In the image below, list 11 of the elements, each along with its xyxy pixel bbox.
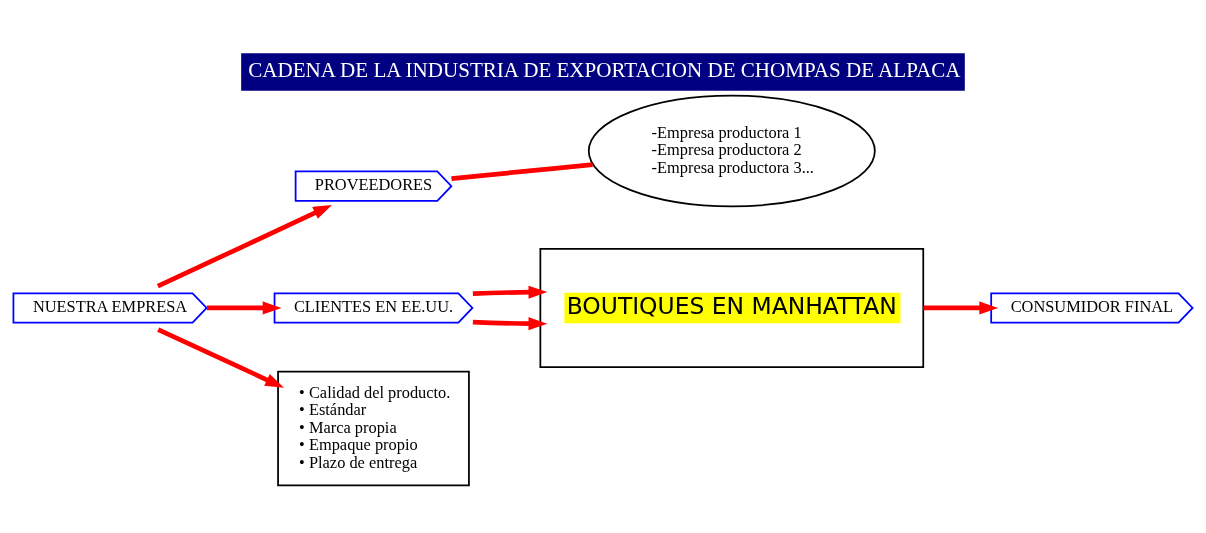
connector xyxy=(451,161,593,181)
arrow xyxy=(472,285,548,299)
node-box: • Calidad del producto. • Estándar • Marca propia • Empaque propio • Plazo de entrega xyxy=(277,370,470,486)
node-box: BOUTIQUES EN MANHATTAN xyxy=(539,247,925,368)
arrow xyxy=(206,300,282,314)
diagram-title: CADENA DE LA INDUSTRIA DE EXPORTACION DE CHOMPAS DE ALPACA xyxy=(248,57,961,82)
node-ellipse: -Empresa productora 1 -Empresa productora 2 -Empresa productora 3... xyxy=(587,94,876,207)
arrow xyxy=(157,327,284,388)
arrow xyxy=(472,316,548,330)
arrow xyxy=(923,300,999,314)
arrow xyxy=(156,204,332,288)
